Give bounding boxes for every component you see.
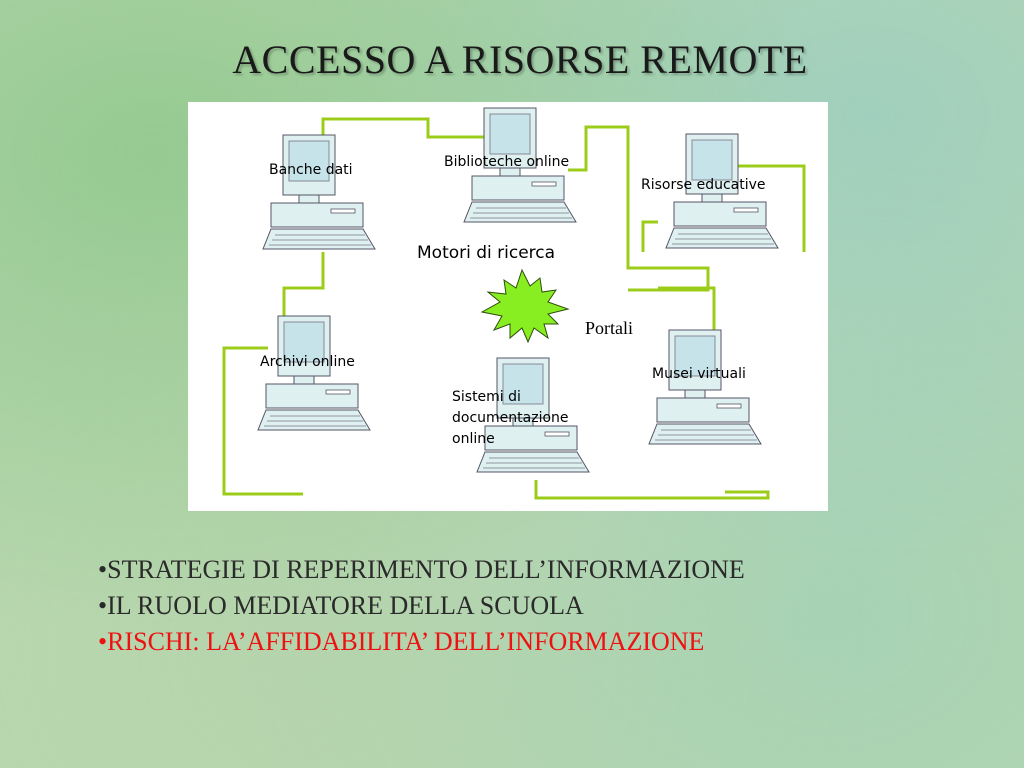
bullet-list: •STRATEGIE DI REPERIMENTO DELL’INFORMAZI…	[98, 552, 745, 660]
node-label-risorse-educative: Risorse educative	[641, 177, 766, 193]
bullet-ruolo-mediatore: •IL RUOLO MEDIATORE DELLA SCUOLA	[98, 591, 584, 620]
slide-title: ACCESSO A RISORSE REMOTE	[232, 37, 808, 82]
computer-icon	[262, 134, 376, 250]
node-label-banche-dati: Banche dati	[269, 162, 353, 178]
portals-label: Portali	[585, 318, 633, 338]
connection-lines	[222, 117, 806, 500]
diagram-canvas	[222, 107, 806, 500]
node-label-archivi-online: Archivi online	[260, 354, 355, 370]
computer-icon	[648, 329, 762, 445]
search-engines-label: Motori di ricerca	[417, 243, 556, 263]
bullet-rischi: •RISCHI: LA’AFFIDABILITA’ DELL’INFORMAZI…	[98, 627, 705, 656]
network-diagram: Banche dati Biblioteche online Risorse e…	[188, 102, 828, 511]
node-label-sistemi-documentazione: Sistemi di documentazione online	[452, 389, 569, 447]
starburst-icon	[480, 268, 570, 344]
computer-icon	[257, 315, 371, 431]
node-label-biblioteche-online: Biblioteche online	[444, 154, 570, 170]
bullet-strategie: •STRATEGIE DI REPERIMENTO DELL’INFORMAZI…	[98, 555, 745, 584]
node-label-musei-virtuali: Musei virtuali	[652, 366, 746, 382]
